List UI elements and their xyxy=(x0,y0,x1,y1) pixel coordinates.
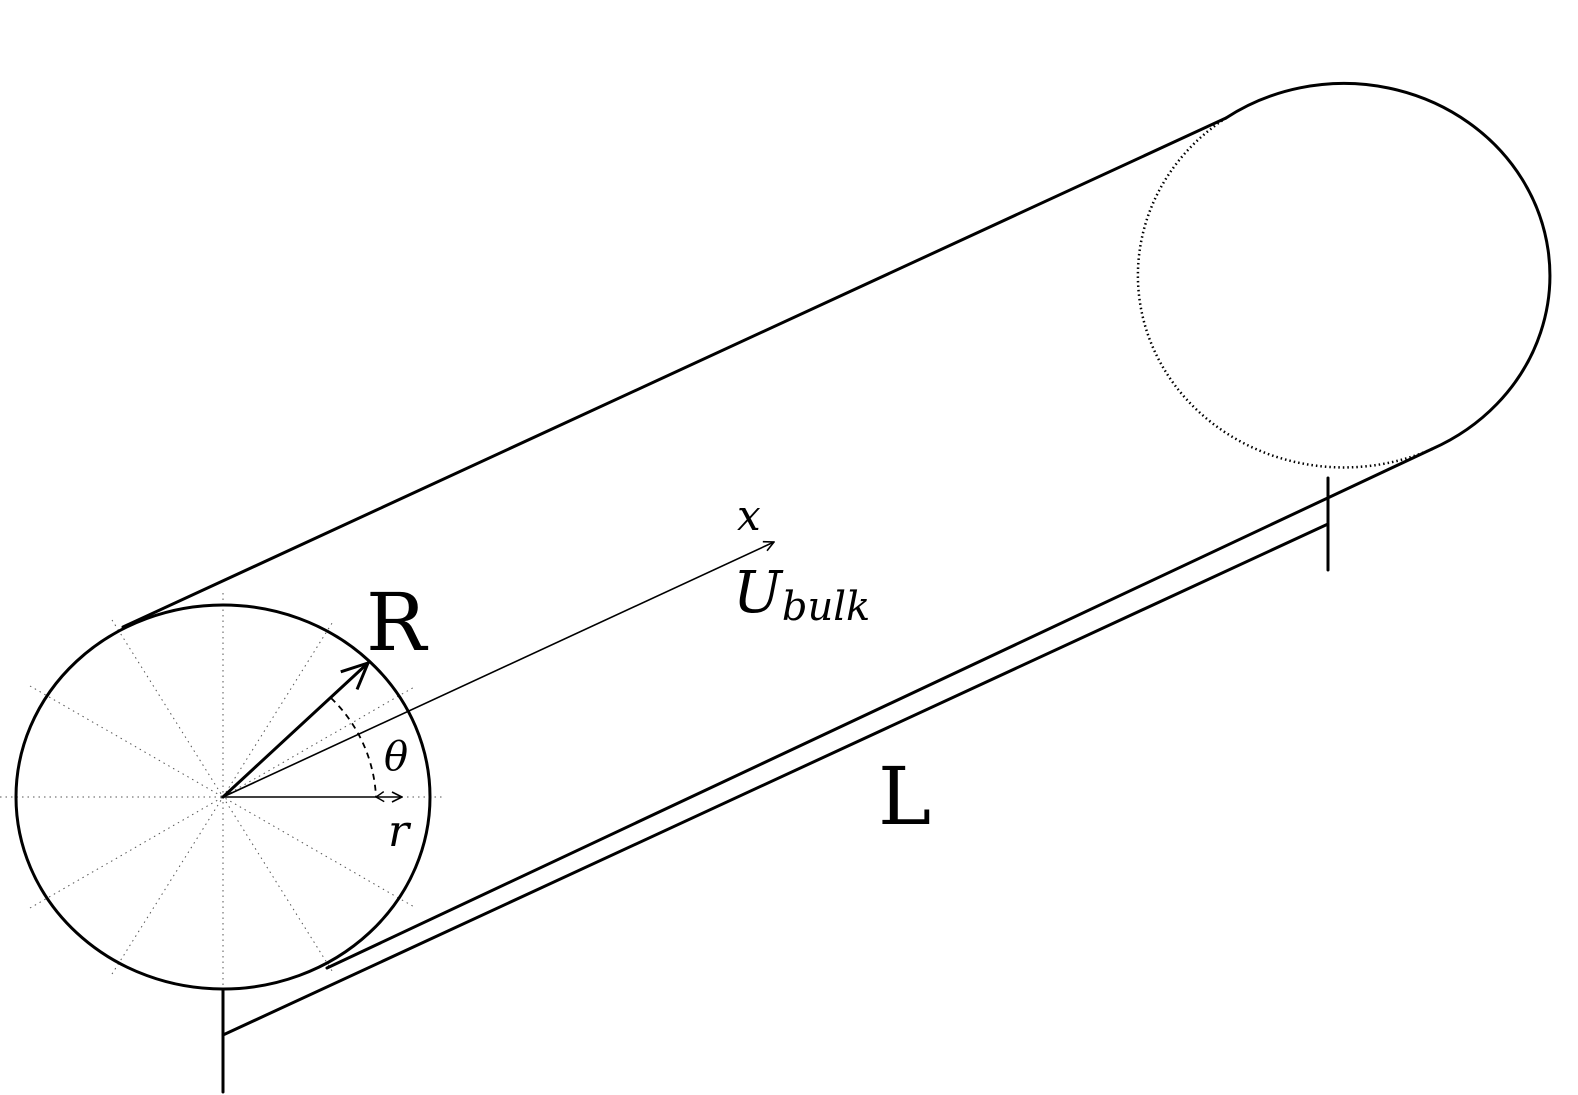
x-axis-arrow xyxy=(222,542,774,798)
theta-arc xyxy=(330,697,376,797)
bulk-velocity-subscript: bulk xyxy=(782,584,870,630)
length-dimension xyxy=(221,476,1330,1094)
bulk-velocity-main: U xyxy=(733,558,784,626)
theta-label: θ xyxy=(384,734,408,780)
radius-label: R xyxy=(366,576,429,669)
x-axis-label: x xyxy=(737,491,761,540)
bulk-velocity-label: Ubulk xyxy=(733,558,870,630)
bottom-edge xyxy=(325,447,1434,970)
length-label: L xyxy=(878,750,931,843)
radius-arrow xyxy=(221,663,368,799)
top-edge xyxy=(121,116,1228,629)
back-face-circle xyxy=(1136,82,1552,469)
cylinder-edges xyxy=(121,116,1434,970)
r-axis-label: r xyxy=(388,806,412,857)
